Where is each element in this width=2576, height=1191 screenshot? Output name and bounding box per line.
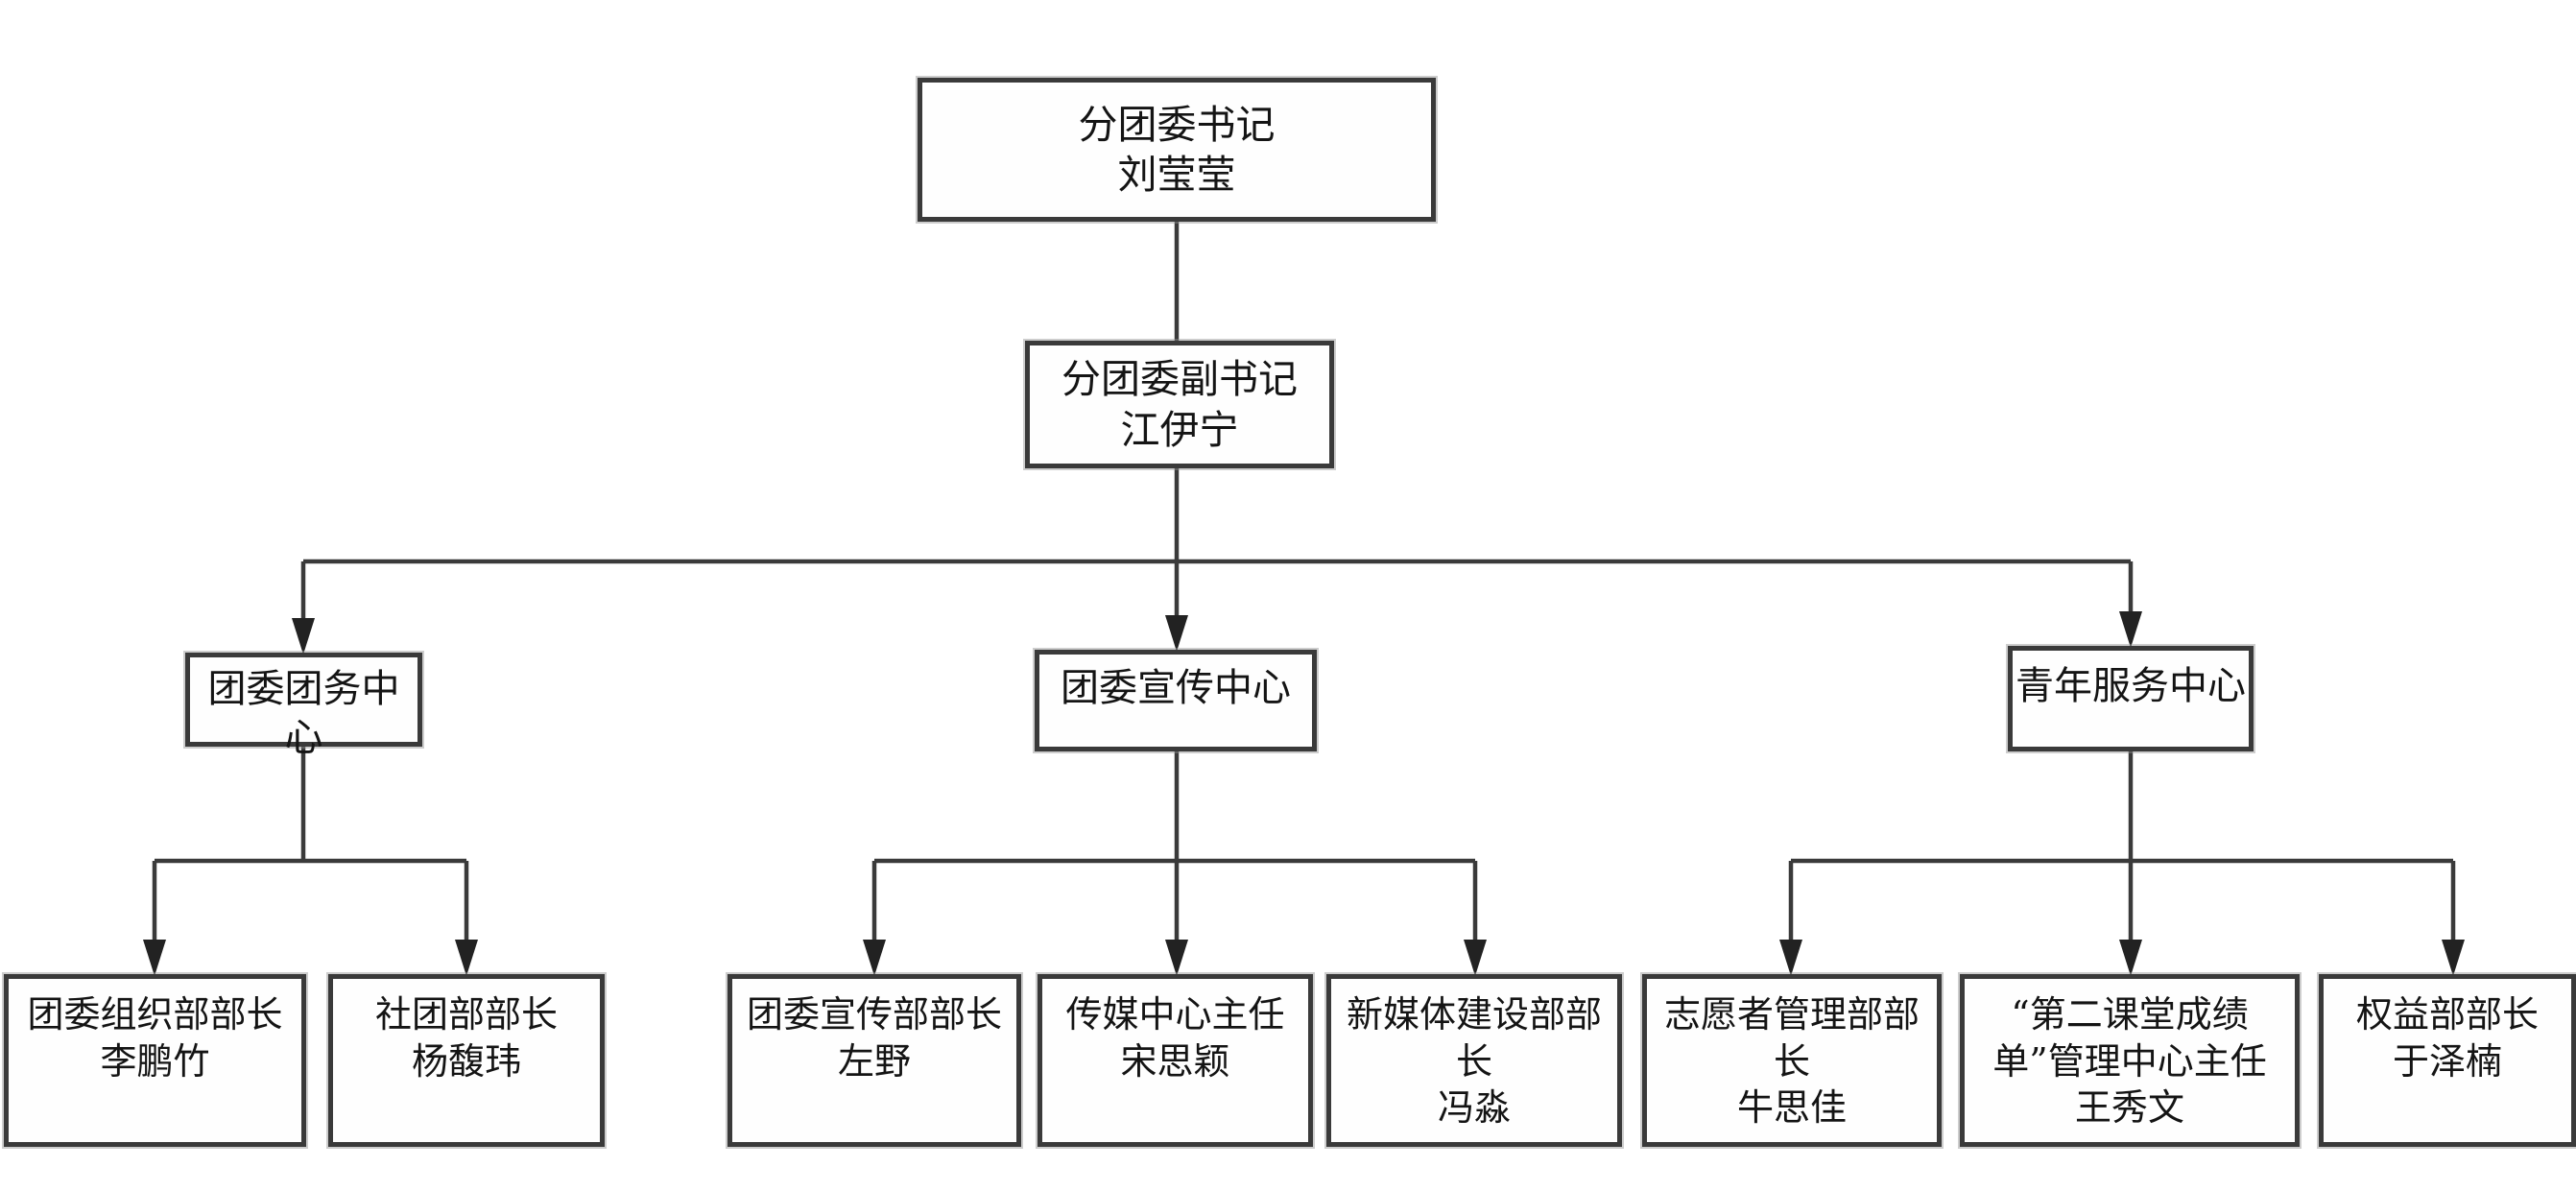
- org-node-dept-second-classroom: “第二课堂成绩单”管理中心主任 王秀文: [1960, 974, 2300, 1147]
- org-node-dept-rights: 权益部部长 于泽楠: [2319, 974, 2576, 1147]
- arrow-down-icon: [2442, 940, 2465, 976]
- arrow-down-icon: [292, 618, 315, 655]
- org-node-dept-new-media: 新媒体建设部部长 冯淼: [1326, 974, 1622, 1147]
- node-title: 分团委副书记: [1061, 356, 1298, 403]
- org-node-dept-organization: 团委组织部部长 李鹏竹: [4, 974, 306, 1147]
- node-person-name: 王秀文: [2074, 1086, 2184, 1130]
- node-person-name: 左野: [837, 1039, 911, 1083]
- node-person-name: 于泽楠: [2392, 1039, 2502, 1083]
- org-node-deputy-secretary: 分团委副书记 江伊宁: [1025, 341, 1334, 468]
- node-person-name: 刘莹莹: [1117, 152, 1236, 198]
- org-node-dept-clubs: 社团部部长 杨馥玮: [328, 974, 605, 1147]
- node-title: 团委宣传部部长: [746, 993, 1002, 1036]
- node-person-name: 李鹏竹: [100, 1039, 210, 1083]
- node-title: 分团委书记: [1078, 101, 1276, 148]
- node-person-name: 宋思颖: [1120, 1039, 1230, 1083]
- org-node-secretary: 分团委书记 刘莹莹: [918, 78, 1436, 222]
- arrow-down-icon: [1779, 940, 1802, 976]
- arrow-down-icon: [143, 940, 166, 976]
- node-person-name: 江伊宁: [1120, 406, 1239, 453]
- node-title: 传媒中心主任: [1065, 993, 1285, 1036]
- node-title: 团委团务中心: [207, 667, 400, 761]
- node-person-name: 冯淼: [1437, 1086, 1511, 1130]
- arrow-down-icon: [2119, 940, 2142, 976]
- org-node-dept-volunteer-management: 志愿者管理部部长 牛思佳: [1642, 974, 1942, 1147]
- org-node-center-youth-service: 青年服务中心: [2008, 646, 2254, 751]
- node-title: 志愿者管理部部长: [1663, 993, 1920, 1083]
- arrow-down-icon: [863, 940, 886, 976]
- arrow-down-icon: [1165, 615, 1188, 652]
- node-person-name: 杨馥玮: [411, 1039, 521, 1083]
- node-title: 新媒体建设部部长: [1346, 993, 1602, 1083]
- node-title: 团委宣传中心: [1061, 666, 1291, 710]
- node-title: “第二课堂成绩单”管理中心主任: [1992, 993, 2267, 1083]
- node-title: 团委组织部部长: [27, 993, 283, 1036]
- node-title: 青年服务中心: [2015, 664, 2246, 708]
- node-title: 权益部部长: [2355, 993, 2539, 1036]
- arrow-down-icon: [1464, 940, 1487, 976]
- org-node-dept-publicity: 团委宣传部部长 左野: [727, 974, 1021, 1147]
- arrow-down-icon: [455, 940, 478, 976]
- node-title: 社团部部长: [374, 993, 558, 1036]
- org-node-dept-media-center: 传媒中心主任 宋思颖: [1038, 974, 1313, 1147]
- arrow-down-icon: [2119, 611, 2142, 648]
- org-node-center-league-affairs: 团委团务中心: [185, 653, 422, 760]
- node-person-name: 牛思佳: [1736, 1086, 1847, 1130]
- org-node-center-publicity: 团委宣传中心: [1035, 650, 1317, 751]
- arrow-down-icon: [1165, 940, 1188, 976]
